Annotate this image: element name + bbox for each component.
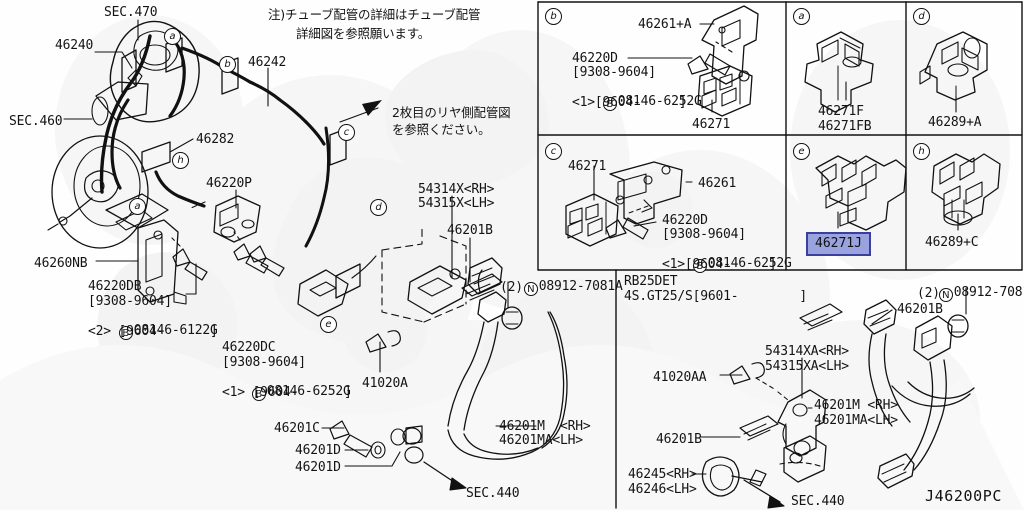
label-46220db-qty: <2> [9604- ] <box>88 324 218 339</box>
label-46220dc-daterange: [9308-9604] <box>222 355 306 370</box>
label-46220db-daterange: [9308-9604] <box>88 294 172 309</box>
label-sec-440-left: SEC.440 <box>466 486 520 501</box>
label-54315x: 54315X<LH> <box>418 196 495 211</box>
label-08912-center-qty: (2) <box>500 280 523 295</box>
rear-note-line2: を参照ください。 <box>392 122 491 137</box>
callout-marker-b[interactable]: b <box>219 56 236 73</box>
label-46220db: 46220DB <box>88 279 142 294</box>
label-46201d-2: 46201D <box>295 460 341 475</box>
label-46220d-cellc-qty: <1>[9604- ] <box>662 257 777 272</box>
label-46242: 46242 <box>248 55 287 70</box>
label-46271-cellc: 46271 <box>568 159 607 174</box>
label-08912-right-text: 08912-7081A <box>953 284 1024 300</box>
label-46201c: 46201C <box>274 421 320 436</box>
cell-letter-a[interactable]: a <box>793 8 810 25</box>
label-46220d-cellb-qty: <1>[9604- ] <box>572 95 687 110</box>
cell-letter-e[interactable]: e <box>793 143 810 160</box>
label-46220dc-qty: <1> [9604- ] <box>222 385 352 400</box>
callout-marker-d[interactable]: d <box>370 199 387 216</box>
label-46220d-cellc-daterange: [9308-9604] <box>662 227 746 242</box>
label-46220dc: 46220DC <box>222 340 276 355</box>
label-sec-470: SEC.470 <box>104 5 158 20</box>
label-cellb-partno-text: 08146-6252G <box>617 93 702 109</box>
label-46201m: 46201M <RH> <box>499 419 591 434</box>
cell-letter-b[interactable]: b <box>545 8 562 25</box>
label-41020a: 41020A <box>362 376 408 391</box>
engine-panel-header-line2: 4S.GT25/S[9601- ] <box>624 289 808 304</box>
label-08912-right-qty: (2) <box>917 286 940 301</box>
engine-panel-header-line1: RB25DET <box>624 274 678 289</box>
callout-marker-a-lower[interactable]: a <box>129 198 146 215</box>
callout-marker-e[interactable]: e <box>320 316 337 333</box>
label-46220d-cellc: 46220D <box>662 213 708 228</box>
label-46271fb: 46271FB <box>818 119 872 134</box>
label-46282: 46282 <box>196 132 235 147</box>
label-46289c: 46289+C <box>925 235 979 250</box>
tube-note-line1: 注)チューブ配管の詳細はチューブ配管 <box>268 7 481 22</box>
label-sec-460: SEC.460 <box>9 114 63 129</box>
label-46261a: 46261+A <box>638 17 692 32</box>
diagram-code: J46200PC <box>925 487 1003 505</box>
label-sec-440-right: SEC.440 <box>791 494 845 509</box>
label-46220d-cellb-daterange: [9308-9604] <box>572 65 656 80</box>
badge-n-right: N <box>938 288 953 303</box>
cell-letter-h[interactable]: h <box>913 143 930 160</box>
callout-marker-c[interactable]: c <box>338 124 355 141</box>
callout-marker-a-top[interactable]: a <box>164 28 181 45</box>
label-41020aa: 41020AA <box>653 370 707 385</box>
label-46220d-cellb: 46220D <box>572 51 618 66</box>
label-54315xa: 54315XA<LH> <box>765 359 849 374</box>
label-46246: 46246<LH> <box>628 482 697 497</box>
callout-marker-h[interactable]: h <box>172 152 189 169</box>
label-46201m-engine: 46201M <RH> <box>814 398 898 413</box>
label-46201ma: 46201MA<LH> <box>499 433 583 448</box>
cell-letter-c[interactable]: c <box>545 143 562 160</box>
label-46201b-center: 46201B <box>447 223 493 238</box>
label-46260nb: 46260NB <box>34 256 88 271</box>
badge-n-center: N <box>523 282 538 297</box>
label-46201b-engine-upper: 46201B <box>897 302 943 317</box>
label-46271f: 46271F <box>818 104 864 119</box>
label-46261-cellc: 46261 <box>698 176 737 191</box>
label-46220p: 46220P <box>206 176 252 191</box>
label-46201ma-engine: 46201MA<LH> <box>814 413 898 428</box>
label-08912-center-text: 08912-7081A <box>538 278 623 294</box>
label-46271-cellb: 46271 <box>692 117 731 132</box>
tube-note-line2: 詳細図を参照願います。 <box>296 26 431 41</box>
label-46201d-1: 46201D <box>295 443 341 458</box>
label-54314x: 54314X<RH> <box>418 182 495 197</box>
label-54314xa: 54314XA<RH> <box>765 344 849 359</box>
label-46201b-engine-lower: 46201B <box>656 432 702 447</box>
highlighted-part-46271j[interactable]: 46271J <box>806 232 871 256</box>
rear-note-line1: 2枚目のリヤ側配管図 <box>392 105 511 120</box>
cell-letter-d[interactable]: d <box>913 8 930 25</box>
label-46245: 46245<RH> <box>628 467 697 482</box>
label-46289a: 46289+A <box>928 115 982 130</box>
label-46240: 46240 <box>55 38 94 53</box>
